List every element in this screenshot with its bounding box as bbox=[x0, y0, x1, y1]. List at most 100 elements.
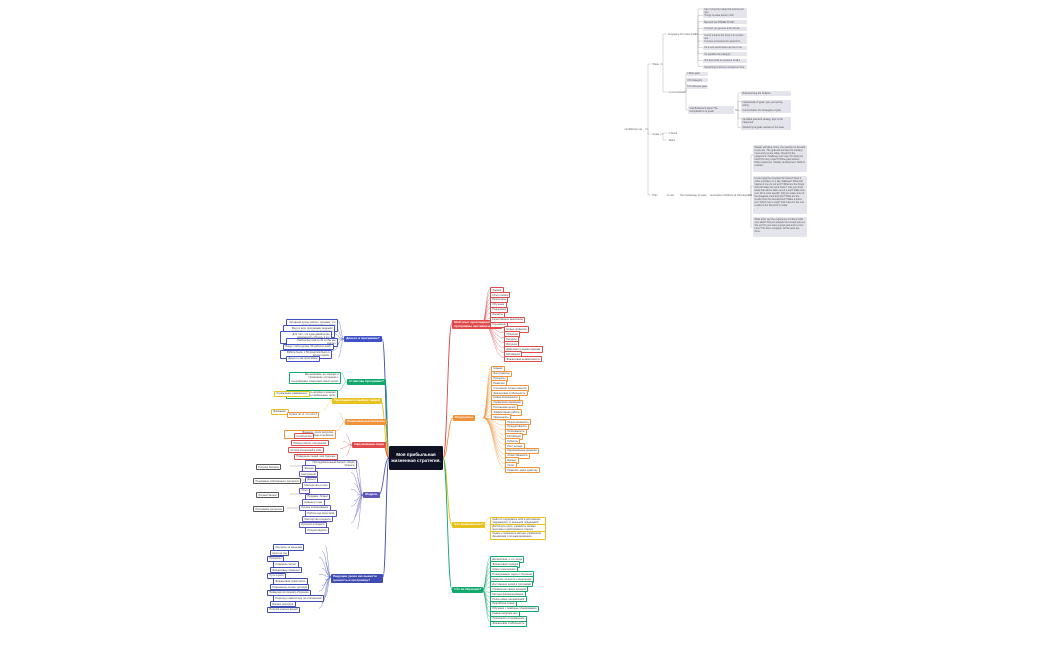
tree-connector bbox=[660, 33, 667, 65]
outline-level1[interactable]: Plan bbox=[652, 194, 658, 198]
leaf-connector bbox=[337, 338, 345, 358]
leaf-topic[interactable]: Покупка нужных вещей bbox=[267, 606, 300, 614]
leaf-connector bbox=[324, 562, 332, 578]
outline-level2[interactable]: Engaging the base level bbox=[668, 33, 697, 37]
right-branch-topic[interactable]: Мой опыт прохождения программы наставнич… bbox=[452, 320, 502, 329]
plan-path-item[interactable]: 1 Lists bbox=[666, 194, 674, 198]
leaf-connector bbox=[481, 557, 491, 591]
decision-child[interactable]: Identified goal and strategy sign of the… bbox=[741, 116, 791, 125]
engaging-item[interactable]: It’s a nice world where we live to do bbox=[703, 45, 747, 51]
outline-level1[interactable]: Goals bbox=[652, 133, 660, 137]
engaging-item[interactable]: It is for a future the focus it is a bet… bbox=[703, 33, 747, 41]
tree-connector bbox=[695, 33, 703, 54]
concentration-item[interactable]: 3 To Category bbox=[686, 78, 708, 83]
branch-connector bbox=[442, 457, 453, 591]
plan-path-item[interactable]: The knowledge of tasks bbox=[679, 194, 707, 198]
leaf-connector bbox=[481, 567, 491, 591]
left-branch-topic[interactable]: Окружающие люди bbox=[352, 442, 387, 448]
leaf-topic[interactable]: Деньги и как программы bbox=[286, 355, 321, 363]
leaf-topic[interactable]: Последовательный баланс: общие бизнесы bbox=[305, 459, 357, 470]
leaf-connector bbox=[482, 417, 506, 455]
model-tag[interactable]: Личный баланс bbox=[256, 492, 280, 499]
leaf-connector bbox=[318, 576, 332, 592]
leaf-connector bbox=[481, 589, 491, 623]
right-branch-topic[interactable]: Что за обучение? bbox=[452, 587, 484, 593]
left-branch-topic[interactable]: Деньги в программе? bbox=[344, 336, 382, 342]
plan-path-item[interactable]: Examples of Effects at Development bbox=[710, 194, 753, 198]
model-tag[interactable]: Рисунок баланса bbox=[256, 464, 282, 471]
leaf-connector bbox=[353, 483, 364, 496]
concentration-item[interactable]: 5 To Success goal bbox=[686, 84, 708, 89]
outline-text-block[interactable]: Weekly activities. Done, the question to… bbox=[753, 145, 807, 172]
model-tag[interactable]: Понимание собственного прогресса bbox=[253, 478, 302, 485]
leaf-connector bbox=[482, 417, 506, 469]
decision-child[interactable]: Brainstorming the Solution bbox=[741, 91, 791, 96]
leaf-topic[interactable]: Мы начинаем, но текущее и стремление улу… bbox=[289, 371, 341, 385]
leaf-connector bbox=[345, 444, 353, 456]
leaf-connector bbox=[356, 461, 364, 496]
leaf-topic[interactable]: Бонус чтобы делаю. 50 рабочих дней. bbox=[283, 343, 334, 350]
leaf-connector bbox=[345, 434, 353, 446]
engaging-item[interactable]: Things to wake about in fish bbox=[703, 13, 747, 19]
left-branch-topic[interactable]: Модели bbox=[363, 492, 380, 498]
leaf-topic[interactable]: Действия по своим задачам bbox=[504, 346, 543, 353]
leaf-topic[interactable]: Общая работа, интересная bbox=[291, 440, 329, 447]
outline-text-block[interactable]: Is your goal the important for future? D… bbox=[753, 176, 807, 214]
leaf-topic[interactable]: Нужен ли то, что есть? bbox=[287, 411, 320, 418]
goals-child[interactable]: 1 Week bbox=[668, 132, 678, 136]
leaf-connector bbox=[481, 562, 491, 591]
tree-connector bbox=[660, 63, 667, 93]
leaf-topic[interactable]: Опыт bbox=[299, 487, 311, 495]
goals-child[interactable]: Tasks bbox=[668, 139, 676, 143]
tree-connector bbox=[683, 73, 687, 93]
engaging-item[interactable]: Can I bring the inside fish and feel all… bbox=[703, 7, 747, 15]
model-tag[interactable]: Программа прогресса bbox=[253, 506, 285, 513]
engaging-item[interactable]: Something to focus to contact on time bbox=[703, 65, 747, 70]
leaf-topic[interactable]: Финансовая независимость bbox=[504, 356, 543, 363]
tree-connector bbox=[695, 8, 703, 35]
left-branch-topic[interactable]: Программа по выбору людей bbox=[332, 398, 383, 404]
leaf-topic[interactable]: Узнать и применить методы управления фин… bbox=[490, 530, 546, 541]
leaf-topic[interactable]: Сообщество bbox=[294, 433, 314, 440]
engaging-item[interactable]: The best cook to consume of all a bbox=[703, 58, 747, 63]
outline-text-block[interactable]: What other can the experience of others … bbox=[753, 217, 807, 237]
decision-child[interactable]: Monitoring & goals outward to the base bbox=[741, 125, 791, 131]
outline-level1[interactable]: Week bbox=[652, 63, 659, 67]
leaf-topic[interactable]: Финансовая стабильность bbox=[490, 620, 527, 628]
leaf-connector bbox=[318, 573, 332, 578]
left-branch-topic[interactable]: Рациональные вопросы bbox=[345, 419, 388, 425]
right-branch-topic[interactable]: Это возможность? bbox=[452, 522, 486, 528]
branch-connector bbox=[442, 322, 453, 459]
branch-connector bbox=[382, 457, 390, 578]
leaf-topic[interactable]: Оплата отношений к себе bbox=[288, 446, 324, 454]
tree-connector bbox=[645, 63, 651, 130]
leaf-topic[interactable]: Уверенность bbox=[491, 414, 512, 421]
leaf-topic[interactable]: Развитие через практику bbox=[505, 467, 540, 474]
leaf-connector bbox=[356, 494, 364, 529]
central-topic[interactable]: Моя прибыльная жизненная стратегия. bbox=[389, 446, 443, 470]
leaf-connector bbox=[342, 441, 353, 446]
outline-level2[interactable]: Concentration bbox=[668, 91, 685, 95]
leaf-topic[interactable]: Финансовые привычки bbox=[270, 566, 303, 574]
decision-child[interactable]: Concentration the Strategies of goal bbox=[741, 108, 791, 114]
leaf-topic[interactable]: Переход к инвестиции по отношениям bbox=[273, 595, 324, 602]
tree-connector bbox=[695, 15, 703, 35]
leaf-topic[interactable]: Мастерство и стать bbox=[302, 482, 331, 489]
leaf-topic[interactable]: Улучшение bbox=[490, 321, 509, 328]
decision-item[interactable]: Vow Brainstorm about The Complications o… bbox=[688, 106, 734, 114]
engaging-item[interactable]: It is how you get into a fun format bbox=[703, 26, 747, 31]
left-branch-topic[interactable]: О чём мы программе? bbox=[347, 379, 387, 385]
outline-root[interactable]: mindfashop.net bbox=[624, 127, 643, 131]
engaging-item[interactable]: It is time to become the quiet kind bbox=[703, 39, 747, 44]
leaf-connector bbox=[324, 576, 332, 598]
right-branch-topic[interactable]: Результаты bbox=[453, 415, 476, 421]
leaf-connector bbox=[335, 421, 346, 432]
concentration-item[interactable]: 1 Main goal bbox=[686, 71, 708, 76]
decision-child[interactable]: Intellectually of goals, give yourself b… bbox=[741, 99, 791, 108]
engaging-item[interactable]: It’s possible the category bbox=[703, 52, 747, 57]
leaf-topic[interactable]: Продуктивность bbox=[305, 527, 330, 534]
left-branch-topic[interactable]: Ведущие уроки как вывести ценность в про… bbox=[331, 574, 383, 583]
leaf-topic[interactable]: Стремление развиваться. bbox=[274, 390, 311, 397]
engaging-item[interactable]: Bad and low THERE IS WIN bbox=[703, 20, 747, 25]
